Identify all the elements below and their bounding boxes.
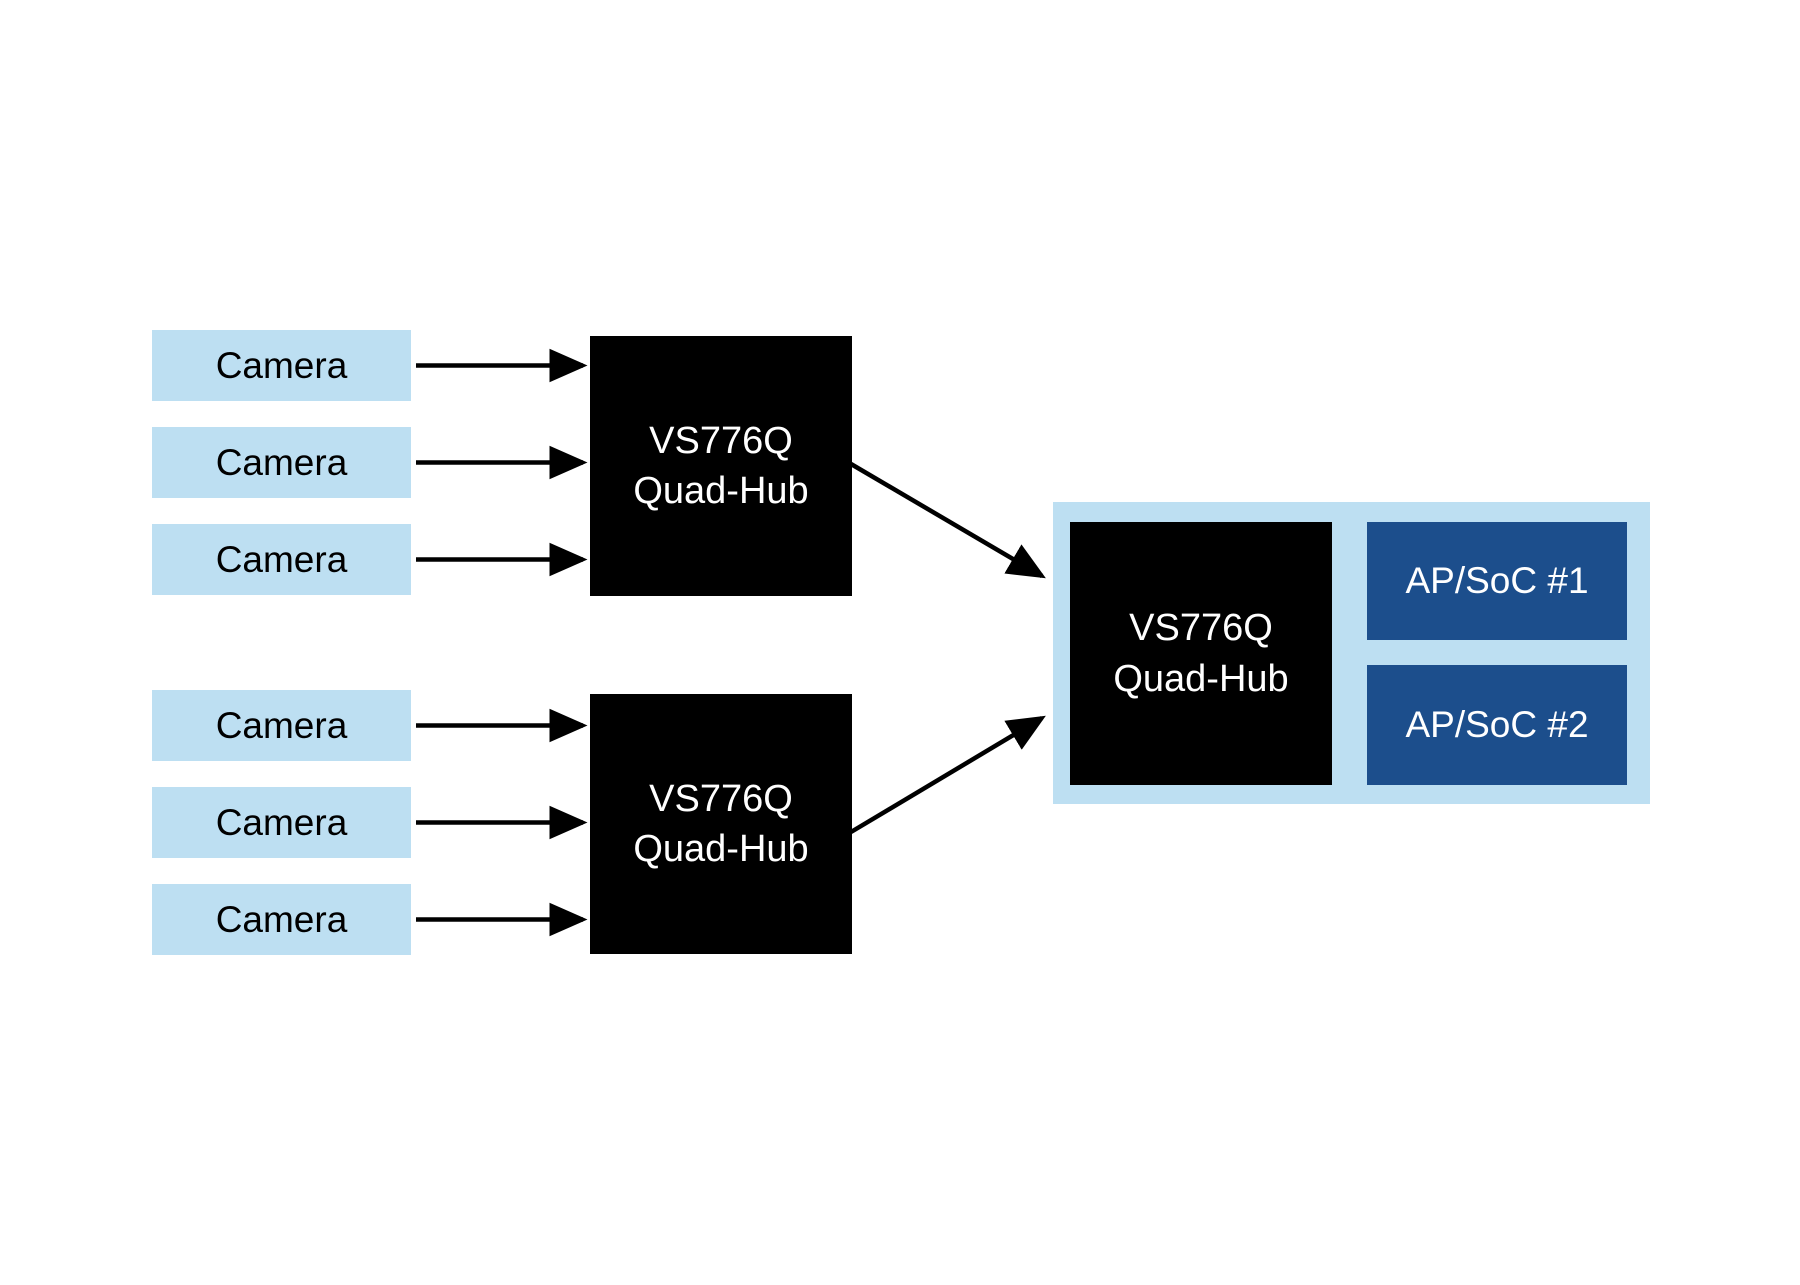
ap-soc-node-2: AP/SoC #2 xyxy=(1367,665,1627,785)
ap-soc-label: AP/SoC #1 xyxy=(1405,560,1589,601)
camera-node-2: Camera xyxy=(152,427,411,498)
camera-node-1: Camera xyxy=(152,330,411,401)
camera-label: Camera xyxy=(215,898,348,940)
ap-soc-label: AP/SoC #2 xyxy=(1405,704,1589,745)
camera-node-4: Camera xyxy=(152,690,411,761)
hub-label-line2: Quad-Hub xyxy=(1113,657,1289,700)
camera-label: Camera xyxy=(215,704,348,746)
camera-node-3: Camera xyxy=(152,524,411,595)
camera-node-5: Camera xyxy=(152,787,411,858)
camera-label: Camera xyxy=(215,801,348,843)
hub-label-line2: Quad-Hub xyxy=(633,470,809,512)
hub-label-line1: VS776Q xyxy=(649,777,793,820)
arrow-hub2-to-central-hub xyxy=(849,715,1046,834)
quad-hub-node-1: VS776Q Quad-Hub xyxy=(590,336,852,596)
hub-label-line1: VS776Q xyxy=(1129,607,1273,650)
hub-label-line1: VS776Q xyxy=(649,419,793,462)
quad-hub-node-central: VS776Q Quad-Hub xyxy=(1070,522,1332,785)
ap-soc-node-1: AP/SoC #1 xyxy=(1367,522,1627,640)
hub-label-line2: Quad-Hub xyxy=(633,828,809,870)
arrow-hub1-to-central-hub xyxy=(849,462,1046,579)
camera-label: Camera xyxy=(215,441,348,483)
camera-label: Camera xyxy=(215,344,348,386)
camera-node-6: Camera xyxy=(152,884,411,955)
quad-hub-node-2: VS776Q Quad-Hub xyxy=(590,694,852,954)
camera-label: Camera xyxy=(215,538,348,580)
